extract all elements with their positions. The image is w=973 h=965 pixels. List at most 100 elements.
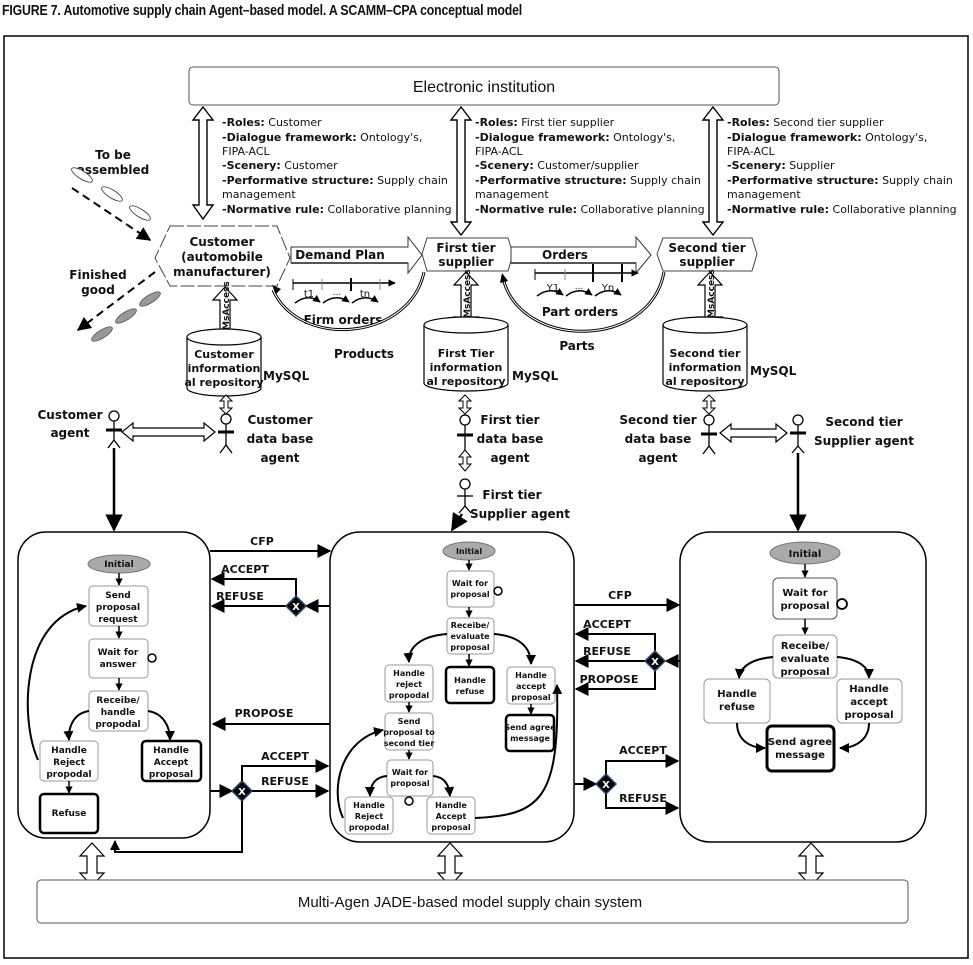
svg-text:Send agree: Send agree	[504, 723, 556, 732]
svg-text:Parts: Parts	[559, 339, 594, 353]
dashed-arrow-out	[76, 271, 156, 331]
svg-text:-Scenery: Supplier: -Scenery: Supplier	[727, 159, 835, 172]
svg-text:second tier: second tier	[384, 739, 435, 748]
svg-text:Handle: Handle	[454, 676, 486, 685]
repository-customer: Customer information al repository MySQL	[184, 328, 310, 397]
svg-text:MsAccess: MsAccess	[707, 269, 717, 318]
svg-text:FIPA-ACL: FIPA-ACL	[727, 145, 776, 158]
electronic-institution-label: Electronic institution	[413, 79, 555, 96]
svg-text:message: message	[510, 734, 550, 743]
role-description-customer: -Roles: Customer -Dialogue framework: On…	[222, 116, 452, 216]
svg-text:ACCEPT: ACCEPT	[261, 750, 309, 763]
svg-text:Second tier: Second tier	[670, 347, 741, 360]
svg-text:Wait for: Wait for	[98, 648, 139, 658]
svg-text:propodal: propodal	[389, 691, 430, 700]
double-arrow-icon	[121, 421, 216, 443]
accept-arrow	[241, 759, 330, 781]
gateway-icon: X	[643, 649, 667, 673]
role-descriptions: -Roles: Customer -Dialogue framework: On…	[222, 116, 957, 216]
svg-text:evaluate: evaluate	[450, 632, 490, 641]
svg-text:ACCEPT: ACCEPT	[221, 563, 269, 576]
svg-text:Second tier: Second tier	[668, 241, 745, 255]
small-db-arrows	[218, 394, 717, 472]
double-arrow-icon	[191, 105, 215, 221]
svg-text:agent: agent	[638, 451, 677, 465]
double-arrow-icon	[457, 449, 473, 472]
agent-labels: Customer agent Customer data base agent …	[37, 408, 914, 521]
svg-text:Yn: Yn	[601, 283, 614, 294]
gateway-icon: X	[230, 779, 254, 803]
svg-text:proposal: proposal	[450, 643, 490, 652]
first-tier-db-agent-icon	[457, 414, 473, 450]
svg-text:propodal: propodal	[46, 770, 91, 780]
svg-text:Part orders: Part orders	[542, 305, 618, 319]
double-arrow-icon	[701, 105, 725, 237]
svg-text:-Dialogue framework: Ontology': -Dialogue framework: Ontology's,	[222, 131, 422, 144]
svg-text:Wait for: Wait for	[452, 579, 488, 588]
svg-text:To be: To be	[95, 148, 131, 162]
car-icons-white	[71, 167, 151, 221]
svg-text:Products: Products	[334, 347, 394, 361]
svg-text:Handle: Handle	[717, 689, 757, 700]
second-tier-supplier-agent-icon	[790, 414, 806, 454]
messages-first-second: CFP ACCEPT REFUSE PROPOSE X X ACCEPT REF…	[574, 589, 681, 815]
agent-figures	[106, 410, 806, 514]
svg-text:Supplier agent: Supplier agent	[470, 507, 570, 521]
svg-text:management: management	[475, 188, 549, 201]
svg-text:reject: reject	[396, 680, 422, 689]
svg-text:Customer: Customer	[189, 235, 254, 249]
orders-flow: Orders Y1 ... Yn Part orders Parts	[500, 235, 666, 353]
svg-text:Second tier: Second tier	[825, 415, 902, 429]
double-arrow-icon	[449, 105, 473, 237]
svg-text:Wait for: Wait for	[392, 768, 428, 777]
first-tier-supplier-agent-icon	[457, 478, 473, 514]
customer-flow: Initial Send proposal request Wait for a…	[26, 554, 203, 835]
gateway-icon: X	[284, 594, 308, 618]
svg-text:refuse: refuse	[456, 687, 485, 696]
svg-text:-Dialogue framework: Ontology': -Dialogue framework: Ontology's,	[727, 131, 927, 144]
svg-text:First Tier: First Tier	[438, 347, 495, 360]
svg-text:...: ...	[575, 282, 584, 292]
svg-text:...: ...	[333, 288, 342, 298]
svg-text:propodal: propodal	[349, 823, 390, 832]
svg-text:MySQL: MySQL	[750, 364, 797, 378]
figure-title: FIGURE 7. Automotive supply chain Agent–…	[2, 2, 523, 19]
svg-text:information: information	[430, 361, 503, 374]
svg-text:assembled: assembled	[77, 163, 149, 177]
second-tier-flow: Initial Wait for proposal Receibe/ evalu…	[703, 541, 903, 773]
svg-text:request: request	[98, 615, 138, 625]
double-arrow-icon	[457, 394, 473, 415]
svg-text:Reject: Reject	[53, 758, 86, 768]
svg-text:proposal: proposal	[390, 779, 430, 788]
svg-text:management: management	[222, 188, 296, 201]
svg-text:(automobile: (automobile	[181, 250, 263, 264]
svg-text:-Performative structure: Suppl: -Performative structure: Supply chain	[222, 174, 448, 187]
svg-text:Y1: Y1	[546, 283, 559, 294]
gateway-icon: X	[594, 772, 618, 796]
svg-text:PROPOSE: PROPOSE	[235, 707, 294, 720]
svg-text:X: X	[238, 787, 246, 798]
refuse-arrow	[605, 794, 680, 815]
svg-text:-Scenery: Customer/supplier: -Scenery: Customer/supplier	[475, 159, 639, 172]
svg-text:Customer: Customer	[247, 413, 312, 427]
svg-text:refuse: refuse	[719, 702, 755, 713]
svg-text:Receibe/: Receibe/	[96, 696, 140, 706]
accept-arrow	[605, 754, 680, 774]
svg-text:proposal: proposal	[431, 823, 471, 832]
svg-text:-Roles: Customer: -Roles: Customer	[222, 116, 322, 129]
repository-second-tier: Second tier information al repository My…	[662, 316, 797, 392]
svg-text:FIPA-ACL: FIPA-ACL	[475, 145, 524, 158]
svg-text:Second tier: Second tier	[619, 413, 696, 427]
role-description-first-tier: -Roles: First tier supplier -Dialogue fr…	[475, 116, 705, 216]
second-tier-agent-box	[679, 531, 927, 843]
svg-text:Accept: Accept	[154, 758, 189, 768]
double-arrow-icon	[701, 394, 717, 415]
svg-text:Customer: Customer	[194, 348, 254, 361]
svg-text:-Performative structure: Suppl: -Performative structure: Supply chain	[475, 174, 701, 187]
svg-text:al repository: al repository	[184, 376, 263, 389]
svg-text:-Normative rule: Collaborative: -Normative rule: Collaborative planning	[727, 203, 957, 216]
msaccess-labels: MsAccess MsAccess MsAccess	[222, 269, 717, 330]
svg-text:Receibe/: Receibe/	[781, 641, 830, 652]
svg-text:proposal: proposal	[450, 590, 490, 599]
svg-text:information: information	[669, 361, 742, 374]
